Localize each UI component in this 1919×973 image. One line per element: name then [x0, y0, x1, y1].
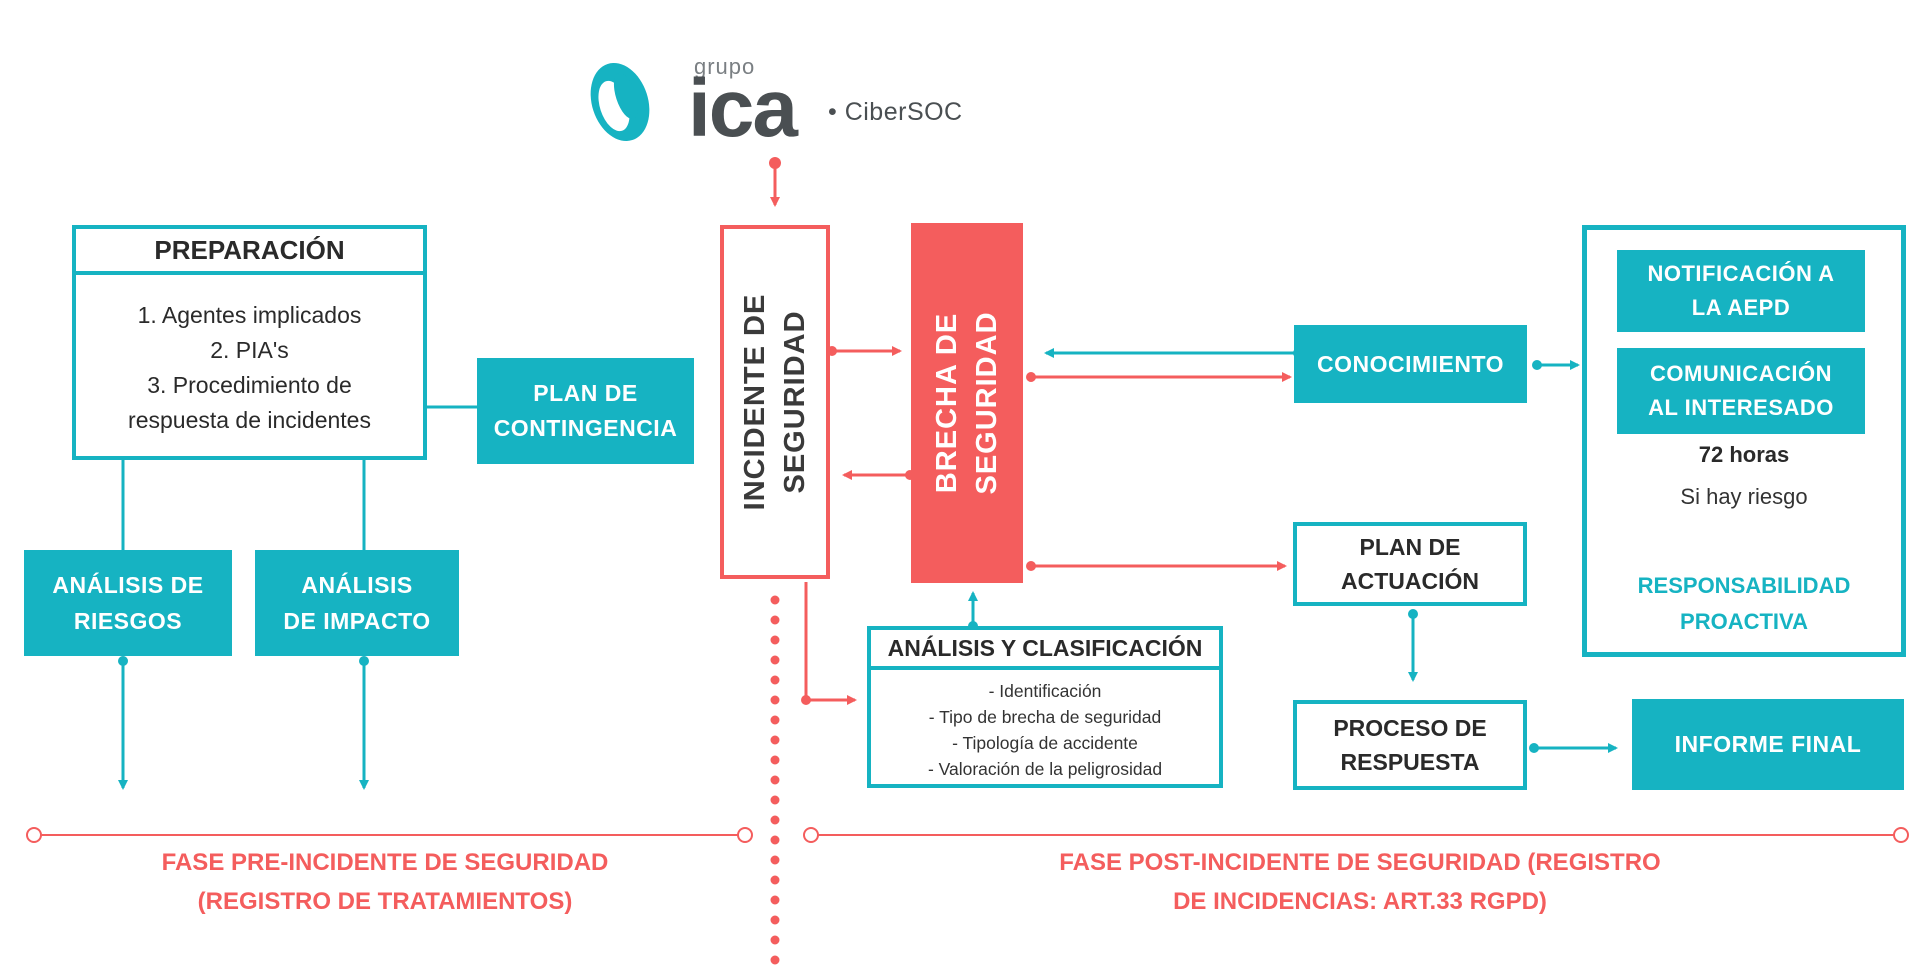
- conocimiento-box: CONOCIMIENTO: [1294, 325, 1527, 403]
- incidente-seguridad-label: INCIDENTE DE SEGURIDAD: [735, 294, 815, 511]
- responsabilidad-line: PROACTIVA: [1680, 609, 1808, 634]
- proceso-respuesta-line: PROCESO DE: [1333, 715, 1487, 741]
- comunicacion-interesado-line: COMUNICACIÓN: [1650, 361, 1832, 386]
- notificacion-aepd-line: LA AEPD: [1691, 295, 1791, 320]
- proceso-respuesta-box: PROCESO DE RESPUESTA: [1293, 700, 1527, 790]
- fase-post-line: FASE POST-INCIDENTE DE SEGURIDAD (REGIST…: [1059, 849, 1661, 876]
- brecha-seguridad-box: BRECHA DE SEGURIDAD: [911, 223, 1023, 583]
- logo-grupo-text: grupo: [694, 54, 756, 79]
- logo-cibersoc-text: • CiberSOC: [828, 98, 963, 126]
- plan-actuacion-line: ACTUACIÓN: [1341, 568, 1479, 594]
- fase-post-incidente-label: FASE POST-INCIDENTE DE SEGURIDAD (REGIST…: [980, 840, 1740, 924]
- analisis-impacto-box: ANÁLISIS DE IMPACTO: [255, 550, 459, 656]
- plan-actuacion-box: PLAN DE ACTUACIÓN: [1293, 522, 1527, 606]
- notificacion-aepd-line: NOTIFICACIÓN A: [1647, 261, 1835, 286]
- proceso-respuesta-line: RESPUESTA: [1340, 749, 1480, 775]
- incidente-line: SEGURIDAD: [779, 310, 811, 494]
- fase-pre-line: (REGISTRO DE TRATAMIENTOS): [197, 888, 573, 915]
- pre-timeline-start: [26, 827, 42, 843]
- grupo-ica-logo: grupo ica • CiberSOC: [580, 52, 1000, 154]
- preparacion-title: PREPARACIÓN: [76, 229, 423, 275]
- analisis-clasificacion-item: - Tipo de brecha de seguridad: [928, 707, 1162, 727]
- analisis-riesgos-line: ANÁLISIS DE: [52, 572, 204, 598]
- ica-logo-mark-icon: [590, 62, 650, 142]
- brecha-seguridad-label: BRECHA DE SEGURIDAD: [927, 311, 1007, 494]
- preparacion-item: 2. PIA's: [210, 337, 289, 363]
- responsabilidad-proactiva: RESPONSABILIDAD PROACTIVA: [1587, 568, 1901, 640]
- analisis-clasificacion-item: - Tipología de accidente: [952, 733, 1138, 753]
- preparacion-item: respuesta de incidentes: [128, 407, 371, 433]
- post-timeline-end: [1893, 827, 1909, 843]
- incidente-line: INCIDENTE DE: [739, 293, 771, 511]
- preparacion-item: 3. Procedimiento de: [147, 372, 352, 398]
- fase-post-line: DE INCIDENCIAS: ART.33 RGPD): [1173, 888, 1547, 915]
- analisis-clasificacion-title: ANÁLISIS Y CLASIFICACIÓN: [871, 630, 1219, 670]
- brecha-line: BRECHA DE: [931, 312, 963, 494]
- notificaciones-box: NOTIFICACIÓN A LA AEPD COMUNICACIÓN AL I…: [1582, 225, 1906, 657]
- plan-contingencia-line: CONTINGENCIA: [493, 415, 678, 441]
- incidente-analisis-dot: [801, 695, 811, 705]
- brecha-line: SEGURIDAD: [971, 311, 1003, 495]
- analisis-riesgos-line: RIESGOS: [73, 608, 183, 634]
- post-timeline-start: [803, 827, 819, 843]
- comunicacion-interesado-line: AL INTERESADO: [1648, 395, 1834, 420]
- analisis-clasificacion-box: ANÁLISIS Y CLASIFICACIÓN - Identificació…: [867, 626, 1223, 788]
- plan-actuacion-line: PLAN DE: [1359, 534, 1461, 560]
- notificacion-aepd-box: NOTIFICACIÓN A LA AEPD: [1617, 250, 1865, 332]
- preparacion-box: PREPARACIÓN 1. Agentes implicados 2. PIA…: [72, 225, 427, 460]
- incidente-seguridad-box: INCIDENTE DE SEGURIDAD: [720, 225, 830, 579]
- pre-timeline-end: [737, 827, 753, 843]
- logo-brand-text: ica: [688, 63, 798, 154]
- analisis-impacto-line: DE IMPACTO: [283, 608, 431, 634]
- fase-pre-incidente-label: FASE PRE-INCIDENTE DE SEGURIDAD (REGISTR…: [60, 840, 710, 924]
- analisis-impacto-line: ANÁLISIS: [301, 572, 413, 598]
- responsabilidad-line: RESPONSABILIDAD: [1637, 573, 1851, 598]
- fase-pre-line: FASE PRE-INCIDENTE DE SEGURIDAD: [161, 849, 609, 876]
- analisis-riesgos-box: ANÁLISIS DE RIESGOS: [24, 550, 232, 656]
- plan-contingencia-line: PLAN DE: [533, 380, 638, 406]
- si-hay-riesgo-text: Si hay riesgo: [1680, 484, 1808, 509]
- plan-contingencia-box: PLAN DE CONTINGENCIA: [477, 358, 694, 464]
- informe-final-box: INFORME FINAL: [1632, 699, 1904, 790]
- analisis-clasificacion-list: - Identificación - Tipo de brecha de seg…: [871, 676, 1219, 784]
- analisis-clasificacion-item: - Valoración de la peligrosidad: [927, 759, 1163, 779]
- comunicacion-interesado-box: COMUNICACIÓN AL INTERESADO: [1617, 348, 1865, 434]
- analisis-clasificacion-item: - Identificación: [988, 681, 1102, 701]
- preparacion-list: 1. Agentes implicados 2. PIA's 3. Proced…: [76, 281, 423, 455]
- preparacion-item: 1. Agentes implicados: [137, 302, 362, 328]
- incidente-to-analisis-arrow: [804, 582, 857, 705]
- plazo-72-horas: 72 horas: [1698, 442, 1790, 467]
